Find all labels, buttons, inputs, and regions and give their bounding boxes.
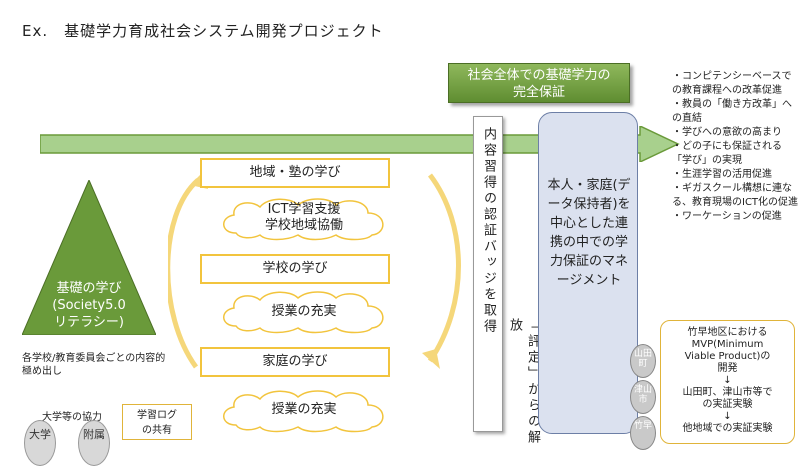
goal-line2: 完全保証 <box>512 85 565 100</box>
learning-box-school: 学校の学び <box>200 254 390 284</box>
pyramid-shape <box>22 180 156 335</box>
effect-item: ・生涯学習の活用促進 <box>672 169 772 180</box>
log-line1: 学習ログ <box>137 410 177 421</box>
effect-item: ・教員の「働き方改革」への直結 <box>672 99 792 124</box>
effect-item: ・どの子にも保証される「学び」の実現 <box>672 141 782 166</box>
town-circle-yamada: 山田町 <box>630 344 656 378</box>
pyramid-line1: 基礎の学び <box>56 281 122 296</box>
mvp-line1: 竹早地区における <box>687 327 768 338</box>
mvp-arrow-1: ↓ <box>723 375 732 386</box>
badge-text: 内容習得の認証バッジを取得 <box>481 127 496 335</box>
support-panel <box>538 112 638 434</box>
affiliated-circle: 附属 <box>78 420 110 466</box>
effects-list: ・コンピテンシーベースでの教育課程への改革促進 ・教員の「働き方改革」への直結 … <box>672 70 800 224</box>
town-circle-tsuyama: 津山市 <box>630 380 656 414</box>
cloud1-line1: ICT学習支援 <box>267 202 341 217</box>
page-title: Ex. 基礎学力育成社会システム開発プロジェクト <box>22 22 384 40</box>
univ-coop-note: 大学等の協力 <box>42 412 102 423</box>
effect-item: ・学びへの意欲の高まり <box>672 127 782 138</box>
mvp-line4: 開発 <box>717 363 738 374</box>
support-text: 本人・家庭(データ保持者)を中心とした連携の中での学力保証のマネージメント <box>547 178 631 288</box>
effect-item: ・ワーケーションの促進 <box>672 211 782 222</box>
progress-arrow <box>40 126 680 162</box>
badge-panel: 内容習得の認証バッジを取得 <box>473 116 503 432</box>
learning-box-home: 家庭の学び <box>200 347 390 377</box>
pyramid-line3: リテラシー) <box>54 315 124 330</box>
mvp-arrow-2: ↓ <box>723 411 732 422</box>
goal-banner: 社会全体での基礎学力の 完全保証 <box>448 63 630 103</box>
effect-item: ・コンピテンシーベースでの教育課程への改革促進 <box>672 71 792 96</box>
mvp-line7: 他地域での実証実験 <box>682 423 773 434</box>
release-text: 「評定」からの解放 <box>507 318 540 446</box>
town-circle-takehaya: 竹早 <box>630 416 656 450</box>
mvp-line3: Viable Product)の <box>684 351 771 362</box>
university-circle: 大学 <box>24 420 56 466</box>
extract-note: 各学校/教育委員会ごとの内容的極め出し <box>22 353 166 377</box>
goal-line1: 社会全体での基礎学力の <box>467 68 611 83</box>
cloud1-line2: 学校地域協働 <box>264 218 343 233</box>
cloud-shape-1 <box>223 198 384 241</box>
log-line2: の共有 <box>142 425 172 436</box>
cloud-shape-3 <box>223 390 384 433</box>
cloud-text-1: ICT学習支援 学校地域協働 <box>216 202 392 234</box>
learning-log-box: 学習ログ の共有 <box>122 404 192 440</box>
mvp-line6: の実証実験 <box>702 399 753 410</box>
cloud-shape-2 <box>223 291 384 334</box>
cloud-text-3: 授業の充実 <box>271 402 337 417</box>
mvp-box: 竹早地区における MVP(Minimum Viable Product)の 開発… <box>660 320 795 444</box>
mvp-line5: 山田町、津山市等で <box>682 387 773 398</box>
effect-item: ・ギガスクール構想に連なる、教育現場のICT化の促進 <box>672 183 799 208</box>
mvp-line2: MVP(Minimum <box>691 339 764 350</box>
pyramid-label: 基礎の学び (Society5.0 リテラシー) <box>22 280 156 331</box>
learning-box-region: 地域・塾の学び <box>200 158 390 188</box>
cloud-text-2: 授業の充実 <box>271 304 337 319</box>
cycle-arrows <box>168 169 461 369</box>
pyramid-line2: (Society5.0 <box>52 298 126 313</box>
